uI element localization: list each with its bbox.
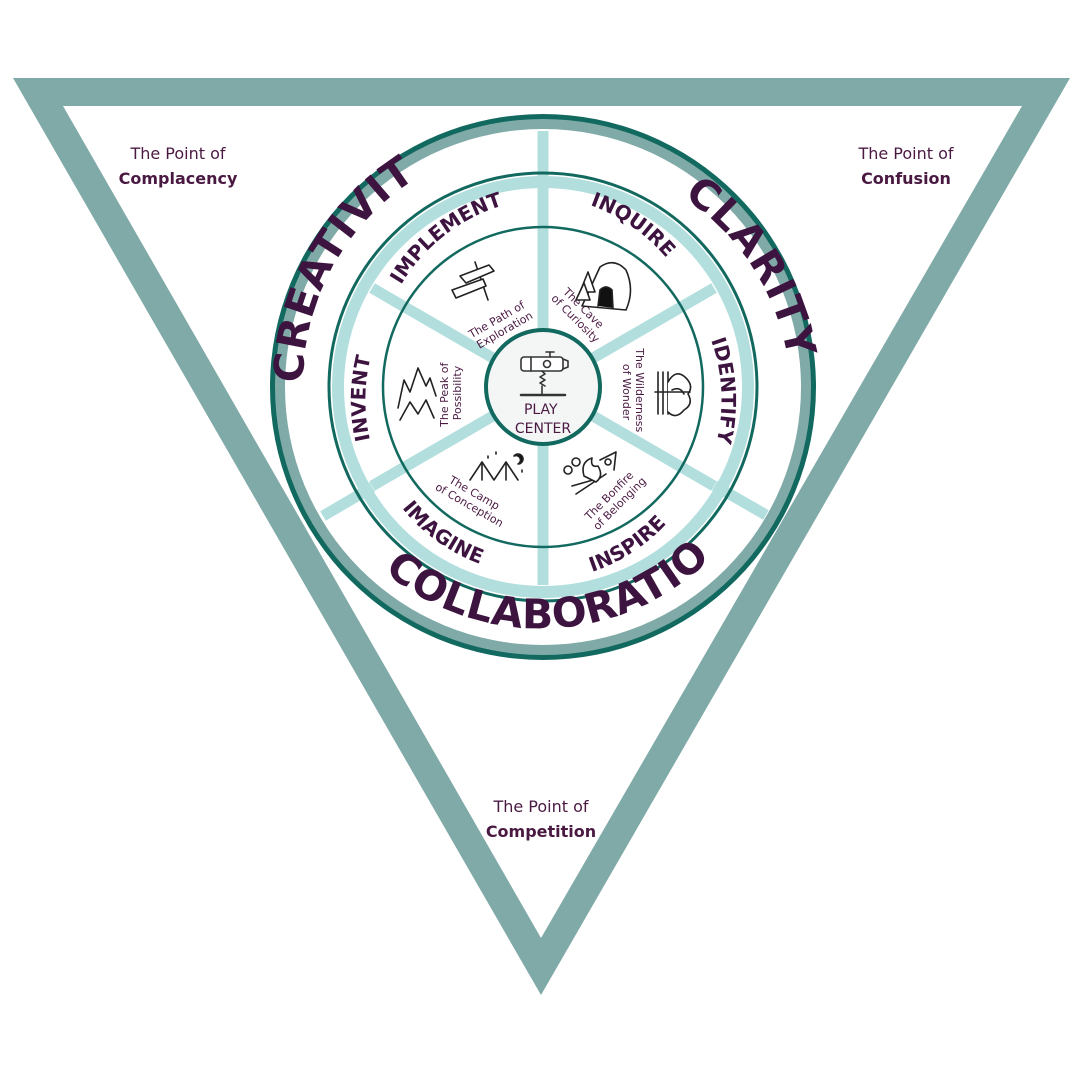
place-peak-label: The Peak of Possibility [438,359,464,428]
cave-icon [575,261,632,311]
center-label: PLAY CENTER [515,402,571,437]
point-competition: The Point of Competition [466,794,616,844]
point-confusion: The Point of Confusion [836,141,976,191]
point-complacency-prefix: The Point of [130,144,226,163]
point-confusion-name: Confusion [861,169,951,188]
middle-ring-light [332,176,754,598]
point-complacency-name: Complacency [118,169,238,188]
point-confusion-prefix: The Point of [858,144,954,163]
forest-icon [654,371,692,417]
place-wilderness-label: The Wilderness of Wonder [620,347,646,435]
tent-icon [469,451,524,481]
center-hub [484,328,602,446]
inner-ring [381,225,705,549]
bonfire-icon [563,451,617,495]
point-complacency: The Point of Complacency [108,141,248,191]
signpost-icon [451,261,495,301]
point-competition-name: Competition [485,822,597,841]
middle-ring-dark [327,171,759,603]
point-competition-prefix: The Point of [493,797,589,816]
mountain-icon [397,367,437,421]
telescope-icon [519,351,569,397]
